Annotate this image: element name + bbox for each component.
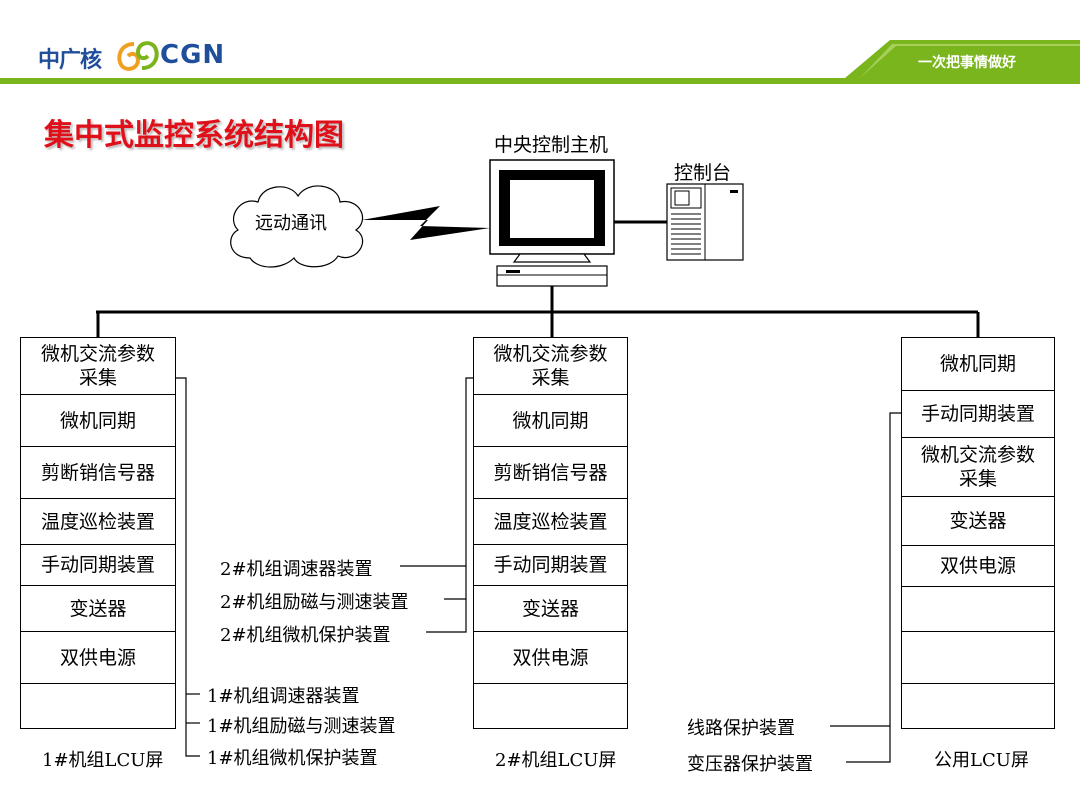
panel2-row: 微机同期 <box>473 394 628 447</box>
cgn-logo-icon <box>117 41 159 71</box>
console-icon <box>666 183 744 261</box>
panel1-row: 双供电源 <box>20 631 176 684</box>
panel2-row-label: 手动同期装置 <box>493 554 608 576</box>
panel2-row: 剪断销信号器 <box>473 446 628 499</box>
panel2-row-label: 微机交流参数 采集 <box>493 343 608 389</box>
unit2-excitation-label: 2#机组励磁与测速装置 <box>220 592 409 613</box>
host-label: 中央控制主机 <box>494 134 609 156</box>
panel3-row-label: 双供电源 <box>939 555 1016 577</box>
panel1-caption: 1#机组LCU屏 <box>42 750 164 771</box>
unit1-protection-label: 1#机组微机保护装置 <box>207 748 378 769</box>
lightning-link-icon <box>362 206 490 240</box>
panel1-row: 变送器 <box>20 585 176 632</box>
slogan: 一次把事情做好 <box>918 55 1016 71</box>
panel1-row: 微机交流参数 采集 <box>20 337 176 395</box>
panel2-row-label: 变送器 <box>521 597 579 620</box>
panel1-row-label: 温度巡检装置 <box>40 510 155 533</box>
panel1-row-label: 双供电源 <box>59 646 136 669</box>
panel2-row: 变送器 <box>473 585 628 632</box>
header-band <box>0 40 1080 84</box>
panel1-row-label: 微机同期 <box>59 409 136 432</box>
panel1-row: 剪断销信号器 <box>20 446 176 499</box>
panel1-row: 温度巡检装置 <box>20 498 176 545</box>
panel1-row-label: 微机交流参数 采集 <box>40 343 155 389</box>
panel1-row-label: 剪断销信号器 <box>40 461 155 484</box>
cloud-icon <box>230 185 364 268</box>
panel3-row: 双供电源 <box>901 545 1055 587</box>
panel3-row <box>901 586 1055 632</box>
panel3-row: 微机同期 <box>901 337 1055 391</box>
panel1-row <box>20 683 176 729</box>
panel3-row-label: 手动同期装置 <box>920 403 1035 425</box>
console-label: 控制台 <box>674 162 732 184</box>
panel3-caption: 公用LCU屏 <box>934 750 1029 771</box>
host-computer-icon <box>489 159 615 287</box>
panel3-row-label: 微机交流参数 采集 <box>920 444 1035 490</box>
line-protection-label: 线路保护装置 <box>687 718 795 739</box>
panel2-row-label: 微机同期 <box>512 409 589 432</box>
transformer-protection-label: 变压器保护装置 <box>687 754 813 775</box>
panel2-row: 手动同期装置 <box>473 544 628 586</box>
panel2-row-label: 剪断销信号器 <box>493 461 608 484</box>
panel2-row-label: 温度巡检装置 <box>493 510 608 533</box>
logo-en: CGN <box>160 40 226 70</box>
panel1-row-label: 变送器 <box>69 597 127 620</box>
panel3-row <box>901 683 1055 729</box>
page-title: 集中式监控系统结构图 <box>44 118 344 153</box>
unit1-governor-label: 1#机组调速器装置 <box>207 686 360 707</box>
panel3-row <box>901 631 1055 684</box>
panel1-row: 微机同期 <box>20 394 176 447</box>
unit2-protection-label: 2#机组微机保护装置 <box>220 625 391 646</box>
panel2-caption: 2#机组LCU屏 <box>495 750 617 771</box>
panel3-row-label: 变送器 <box>949 510 1007 532</box>
panel2-row: 双供电源 <box>473 631 628 684</box>
panel1-row: 手动同期装置 <box>20 544 176 586</box>
cloud-label: 远动通讯 <box>255 213 327 234</box>
unit1-excitation-label: 1#机组励磁与测速装置 <box>207 716 396 737</box>
unit2-governor-label: 2#机组调速器装置 <box>220 559 373 580</box>
panel2-row-label: 双供电源 <box>512 646 589 669</box>
panel3-row: 微机交流参数 采集 <box>901 437 1055 497</box>
logo-cn: 中广核 <box>38 48 102 73</box>
panel3-row-label: 微机同期 <box>939 353 1016 375</box>
panel2-row: 温度巡检装置 <box>473 498 628 545</box>
panel2-row <box>473 683 628 729</box>
panel3-row: 变送器 <box>901 496 1055 546</box>
panel2-row: 微机交流参数 采集 <box>473 337 628 395</box>
panel3-row: 手动同期装置 <box>901 390 1055 438</box>
panel1-row-label: 手动同期装置 <box>40 554 155 576</box>
